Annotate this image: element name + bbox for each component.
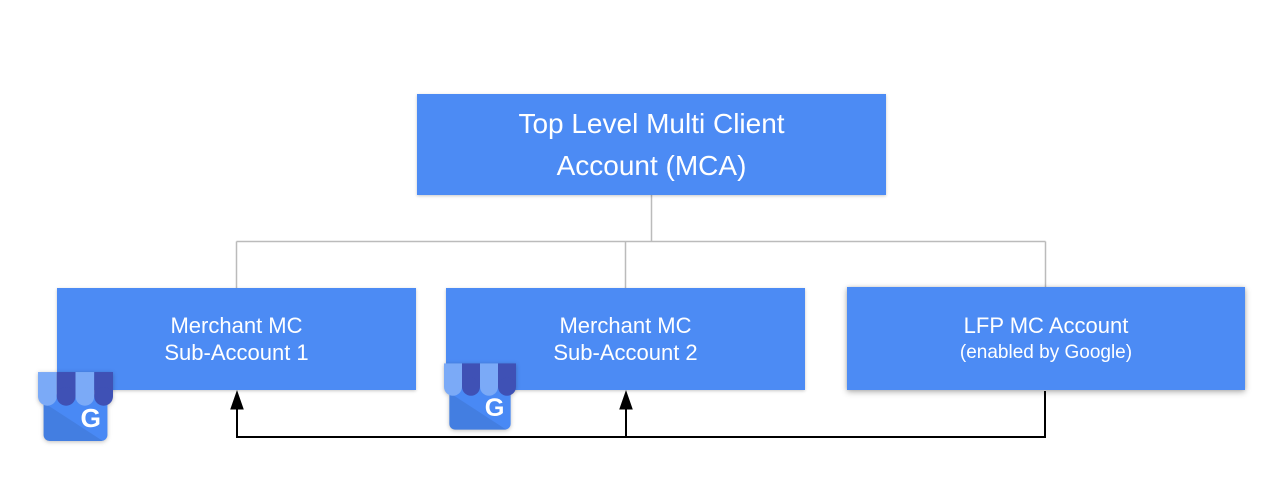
node-mca-line2: Account (MCA): [556, 149, 747, 181]
node-mca-line1: Top Level Multi Client: [518, 107, 785, 139]
node-sub1-line1: Merchant MC: [170, 313, 303, 338]
node-sub2-line2: Sub-Account 2: [553, 340, 698, 365]
google-business-icon: [38, 370, 113, 443]
node-sub1-line2: Sub-Account 1: [164, 340, 309, 365]
google-business-icon: [444, 361, 516, 432]
node-lfp-mc-account: LFP MC Account (enabled by Google): [847, 287, 1245, 390]
node-lfp-line2: (enabled by Google): [959, 341, 1133, 363]
arrowhead-sub2-icon: [619, 390, 633, 410]
arrowhead-sub1-icon: [230, 390, 244, 410]
node-sub2-line1: Merchant MC: [559, 313, 692, 338]
feed-arrow-path: [236, 391, 1046, 438]
tree-connector-line: [235, 195, 1047, 289]
node-lfp-line1: LFP MC Account: [963, 312, 1129, 338]
node-top-level-mca: Top Level Multi Client Account (MCA): [417, 94, 886, 195]
node-merchant-sub-account-1: Merchant MC Sub-Account 1: [57, 288, 416, 390]
